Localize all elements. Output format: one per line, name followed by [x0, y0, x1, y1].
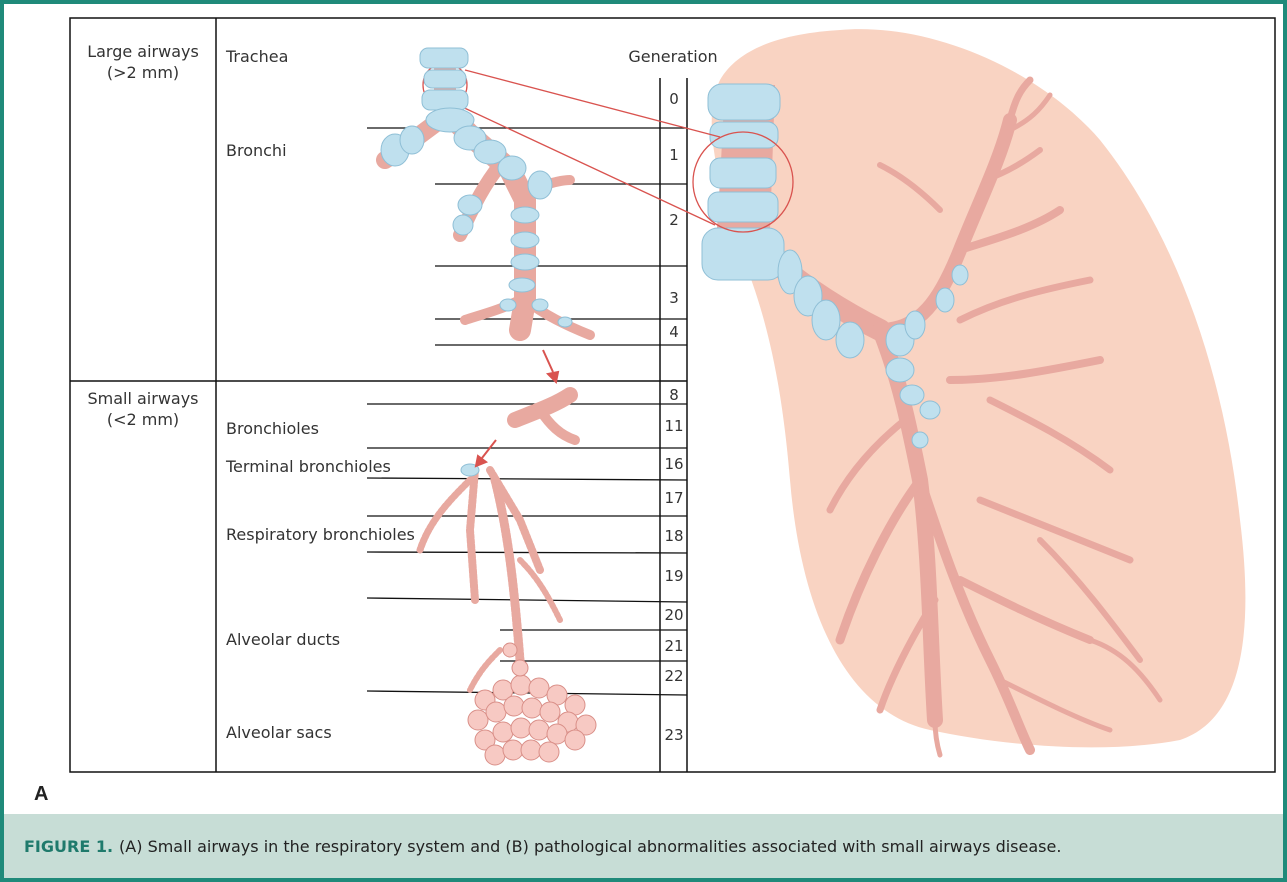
panel-letter: A: [34, 783, 48, 806]
generation-number: 22: [664, 667, 683, 685]
small-airways-label-line1: Small airways: [87, 389, 198, 408]
generation-number: 11: [664, 417, 683, 435]
generation-number: 16: [664, 455, 683, 473]
generation-number: 20: [664, 606, 683, 624]
generation-number: 21: [664, 637, 683, 655]
generation-header: Generation: [628, 47, 717, 66]
generation-numbers: 0 1 2 3 4 8 11 16 17 18 19 20 21 22 23: [664, 90, 683, 744]
small-airways-label-line2: (<2 mm): [107, 410, 179, 429]
generation-number: 0: [669, 90, 679, 108]
generation-number: 19: [664, 567, 683, 585]
terminal-bronchioles-label: Terminal bronchioles: [225, 457, 391, 476]
generation-number: 3: [669, 289, 679, 307]
caption-label: FIGURE 1.: [24, 837, 113, 856]
generation-number: 4: [669, 323, 679, 341]
caption-body: (A) Small airways in the respiratory sys…: [119, 837, 1061, 856]
generation-number: 2: [669, 211, 679, 229]
airway-tree-illustration: [381, 48, 596, 765]
generation-number: 8: [669, 386, 679, 404]
bronchioles-label: Bronchioles: [226, 419, 319, 438]
respiratory-bronchioles-label: Respiratory bronchioles: [226, 525, 415, 544]
figure-caption: FIGURE 1. (A) Small airways in the respir…: [4, 814, 1283, 878]
bronchi-label: Bronchi: [226, 141, 287, 160]
alveolar-sacs-label: Alveolar sacs: [226, 723, 332, 742]
alveolar-ducts-label: Alveolar ducts: [226, 630, 340, 649]
generation-number: 17: [664, 489, 683, 507]
generation-number: 1: [669, 146, 679, 164]
lung-illustration: [702, 29, 1245, 755]
large-airways-label-line1: Large airways: [87, 42, 199, 61]
generation-number: 23: [664, 726, 683, 744]
large-airways-label-line2: (>2 mm): [107, 63, 179, 82]
trachea-label: Trachea: [225, 47, 288, 66]
caption-text-wrapper: FIGURE 1. (A) Small airways in the respir…: [24, 837, 1061, 856]
generation-number: 18: [664, 527, 683, 545]
